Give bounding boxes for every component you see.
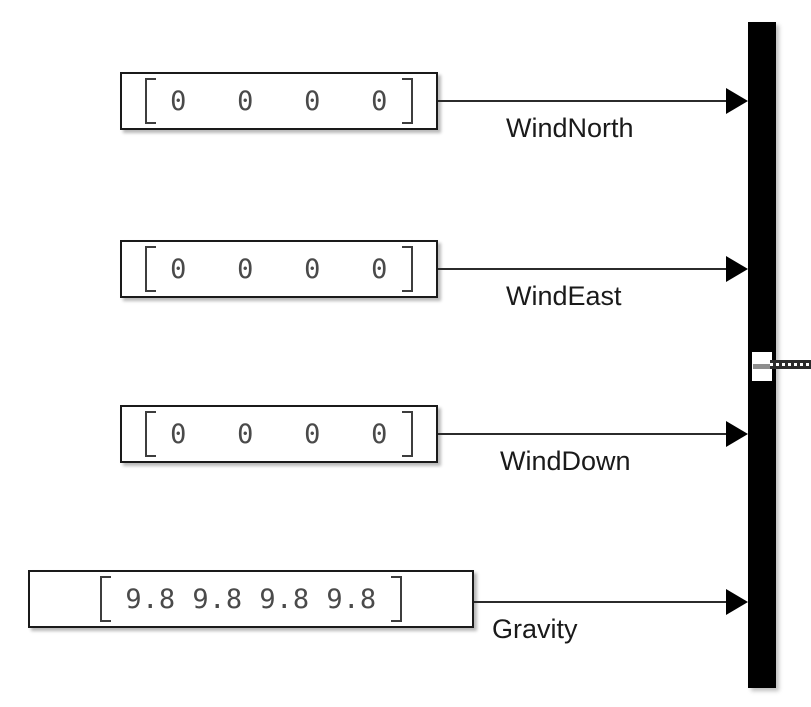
gravity-constant-block[interactable]: 9.8 9.8 9.8 9.8 <box>28 570 474 628</box>
wind-east-signal-label: WindEast <box>506 281 622 311</box>
wind-down-numbers: 0 0 0 0 <box>170 418 388 450</box>
bus-port-band <box>753 364 771 369</box>
right-bracket-icon <box>401 78 413 124</box>
wind-down-value: 0 0 0 0 <box>145 411 413 457</box>
wind-east-signal-line[interactable] <box>438 268 726 270</box>
wind-east-numbers: 0 0 0 0 <box>170 253 388 285</box>
wind-north-signal-label: WindNorth <box>506 113 634 143</box>
wind-down-signal-label: WindDown <box>500 446 631 476</box>
right-bracket-icon <box>401 246 413 292</box>
gravity-signal-label: Gravity <box>492 614 578 644</box>
wind-north-value: 0 0 0 0 <box>145 78 413 124</box>
wind-down-signal-line[interactable] <box>438 433 726 435</box>
bus-output-signal[interactable] <box>770 360 811 369</box>
bus-output-signal-pattern <box>770 363 811 366</box>
wind-east-arrow-icon <box>726 256 748 282</box>
wind-north-arrow-icon <box>726 88 748 114</box>
gravity-numbers: 9.8 9.8 9.8 9.8 <box>125 583 377 615</box>
left-bracket-icon <box>145 246 157 292</box>
gravity-arrow-icon <box>726 589 748 615</box>
left-bracket-icon <box>100 576 112 622</box>
wind-east-value: 0 0 0 0 <box>145 246 413 292</box>
wind-down-arrow-icon <box>726 421 748 447</box>
wind-north-constant-block[interactable]: 0 0 0 0 <box>120 72 438 130</box>
wind-east-constant-block[interactable]: 0 0 0 0 <box>120 240 438 298</box>
left-bracket-icon <box>145 411 157 457</box>
wind-north-numbers: 0 0 0 0 <box>170 85 388 117</box>
gravity-signal-line[interactable] <box>474 601 726 603</box>
wind-down-constant-block[interactable]: 0 0 0 0 <box>120 405 438 463</box>
gravity-value: 9.8 9.8 9.8 9.8 <box>100 576 402 622</box>
wind-north-signal-line[interactable] <box>438 100 726 102</box>
left-bracket-icon <box>145 78 157 124</box>
bus-creator-output-port[interactable] <box>752 352 772 381</box>
bus-creator-block[interactable] <box>748 22 776 688</box>
right-bracket-icon <box>401 411 413 457</box>
right-bracket-icon <box>390 576 402 622</box>
